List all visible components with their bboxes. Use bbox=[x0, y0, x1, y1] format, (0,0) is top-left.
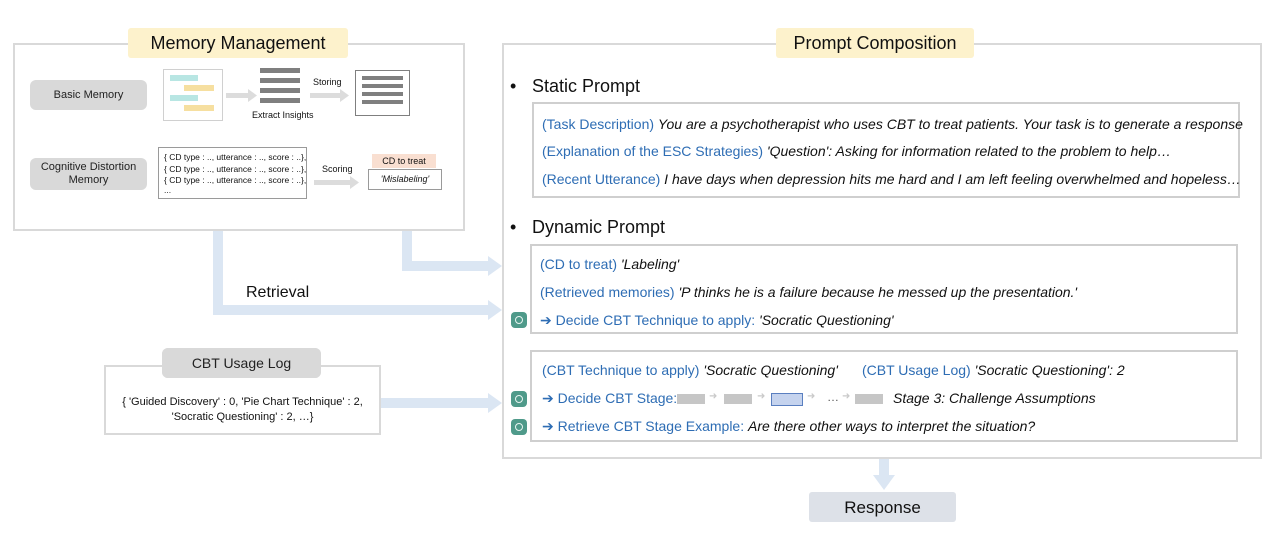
stage-value: Stage 3: Challenge Assumptions bbox=[893, 390, 1096, 406]
cd-entry: { CD type : .., utterance : .., score : … bbox=[164, 152, 307, 162]
cd-to-treat-row: (CD to treat) 'Labeling' bbox=[540, 256, 679, 272]
stage-arrow-icon: ➜ bbox=[757, 391, 766, 402]
llm-icon bbox=[511, 391, 527, 407]
decide-technique-text: 'Socratic Questioning' bbox=[759, 312, 894, 328]
cbt-usage-log-line: 'Socratic Questioning' : 2, …} bbox=[171, 411, 314, 423]
decide-stage-row: ➔ Decide CBT Stage: bbox=[542, 390, 677, 407]
usage-arrow-head bbox=[488, 393, 502, 413]
prompt-composition-title: Prompt Composition bbox=[776, 28, 974, 58]
cd-arrow-head bbox=[488, 256, 502, 276]
static-prompt-heading: •Static Prompt bbox=[510, 76, 641, 96]
dynamic-prompt-box-1 bbox=[530, 244, 1238, 334]
stored-memory-icon bbox=[355, 70, 410, 116]
retrieve-example-row: ➔ Retrieve CBT Stage Example: Are there … bbox=[542, 418, 1035, 435]
technique-to-apply-text: 'Socratic Questioning' bbox=[703, 362, 838, 378]
scoring-arrow-icon bbox=[314, 176, 359, 189]
retrieval-arrow-shaft bbox=[213, 200, 223, 310]
retrieval-label: Retrieval bbox=[246, 284, 310, 301]
retrieved-memories-text: 'P thinks he is a failure because he mes… bbox=[678, 284, 1078, 300]
static-row-utterance: (Recent Utterance) I have days when depr… bbox=[542, 171, 1241, 187]
conversation-icon bbox=[163, 69, 223, 121]
stage-block bbox=[855, 394, 883, 404]
storing-arrow-icon bbox=[310, 89, 349, 102]
static-row-label: (Explanation of the ESC Strategies) bbox=[542, 143, 764, 159]
cd-to-treat-value: 'Mislabeling' bbox=[368, 169, 442, 190]
retrieve-example-text: Are there other ways to interpret the si… bbox=[748, 418, 1036, 434]
stage-block bbox=[677, 394, 705, 404]
static-row-task: (Task Description) You are a psychothera… bbox=[542, 116, 1243, 132]
cbt-usage-log-line: { 'Guided Discovery' : 0, 'Pie Chart Tec… bbox=[122, 396, 363, 408]
response-label: Response bbox=[809, 492, 956, 522]
technique-to-apply-row: (CBT Technique to apply) 'Socratic Quest… bbox=[542, 362, 838, 378]
static-prompt-heading-text: Static Prompt bbox=[532, 76, 641, 96]
stage-arrow-icon: ➜ bbox=[709, 391, 718, 402]
llm-icon bbox=[511, 419, 527, 435]
static-prompt-box bbox=[532, 102, 1240, 198]
stage-ellipsis: … bbox=[827, 390, 839, 404]
static-row-esc: (Explanation of the ESC Strategies) 'Que… bbox=[542, 143, 1171, 159]
retrieved-memories-label: (Retrieved memories) bbox=[540, 284, 675, 300]
static-row-text: I have days when depression hits me hard… bbox=[664, 171, 1241, 187]
static-row-text: 'Question': Asking for information relat… bbox=[766, 143, 1171, 159]
storing-label: Storing bbox=[313, 77, 342, 87]
llm-icon bbox=[511, 312, 527, 328]
response-arrow-shaft bbox=[879, 459, 889, 475]
stage-arrow-icon: ➜ bbox=[842, 391, 851, 402]
cognitive-distortion-memory-label: Cognitive Distortion Memory bbox=[30, 158, 147, 190]
technique-to-apply-label: (CBT Technique to apply) bbox=[542, 362, 700, 378]
dynamic-prompt-heading: •Dynamic Prompt bbox=[510, 217, 666, 237]
usage-log-text: 'Socratic Questioning': 2 bbox=[974, 362, 1125, 378]
insights-list-icon bbox=[260, 68, 300, 103]
cbt-usage-log-title-overlay: CBT Usage Log bbox=[162, 348, 321, 378]
basic-memory-label: Basic Memory bbox=[30, 80, 147, 110]
usage-log-row: (CBT Usage Log) 'Socratic Questioning': … bbox=[862, 362, 1125, 378]
cd-entry: { CD type : .., utterance : .., score : … bbox=[164, 163, 307, 174]
cd-entry: ... bbox=[164, 184, 172, 195]
stage-block-current bbox=[771, 393, 803, 406]
usage-arrow-shaft bbox=[381, 398, 488, 408]
decide-technique-label: ➔ Decide CBT Technique to apply: bbox=[540, 312, 756, 328]
retrieve-example-label: ➔ Retrieve CBT Stage Example: bbox=[542, 418, 745, 434]
scoring-label: Scoring bbox=[322, 164, 353, 174]
memory-management-title: Memory Management bbox=[128, 28, 348, 58]
stage-arrow-icon: ➜ bbox=[807, 391, 816, 402]
response-arrow-head bbox=[873, 475, 895, 490]
retrieved-memories-row: (Retrieved memories) 'P thinks he is a f… bbox=[540, 284, 1077, 300]
static-row-label: (Task Description) bbox=[542, 116, 655, 132]
cd-to-treat-header: CD to treat bbox=[372, 154, 436, 168]
retrieval-arrow-head bbox=[488, 300, 502, 320]
static-row-label: (Recent Utterance) bbox=[542, 171, 661, 187]
static-row-text: You are a psychotherapist who uses CBT t… bbox=[657, 116, 1243, 132]
cd-to-treat-text: 'Labeling' bbox=[620, 256, 680, 272]
cd-to-treat-label: (CD to treat) bbox=[540, 256, 618, 272]
extract-insights-label: Extract Insights bbox=[252, 110, 314, 120]
extract-arrow-icon bbox=[226, 89, 257, 102]
dynamic-prompt-box-2 bbox=[530, 350, 1238, 442]
decide-technique-row: ➔ Decide CBT Technique to apply: 'Socrat… bbox=[540, 312, 894, 329]
memory-management-panel bbox=[13, 43, 465, 231]
decide-stage-label: ➔ Decide CBT Stage: bbox=[542, 390, 678, 406]
cd-memory-entries: { CD type : .., utterance : .., score : … bbox=[158, 147, 307, 199]
cd-entry: { CD type : .., utterance : .., score : … bbox=[164, 175, 307, 185]
stage-block bbox=[724, 394, 752, 404]
usage-log-label: (CBT Usage Log) bbox=[862, 362, 971, 378]
dynamic-prompt-heading-text: Dynamic Prompt bbox=[532, 217, 666, 237]
